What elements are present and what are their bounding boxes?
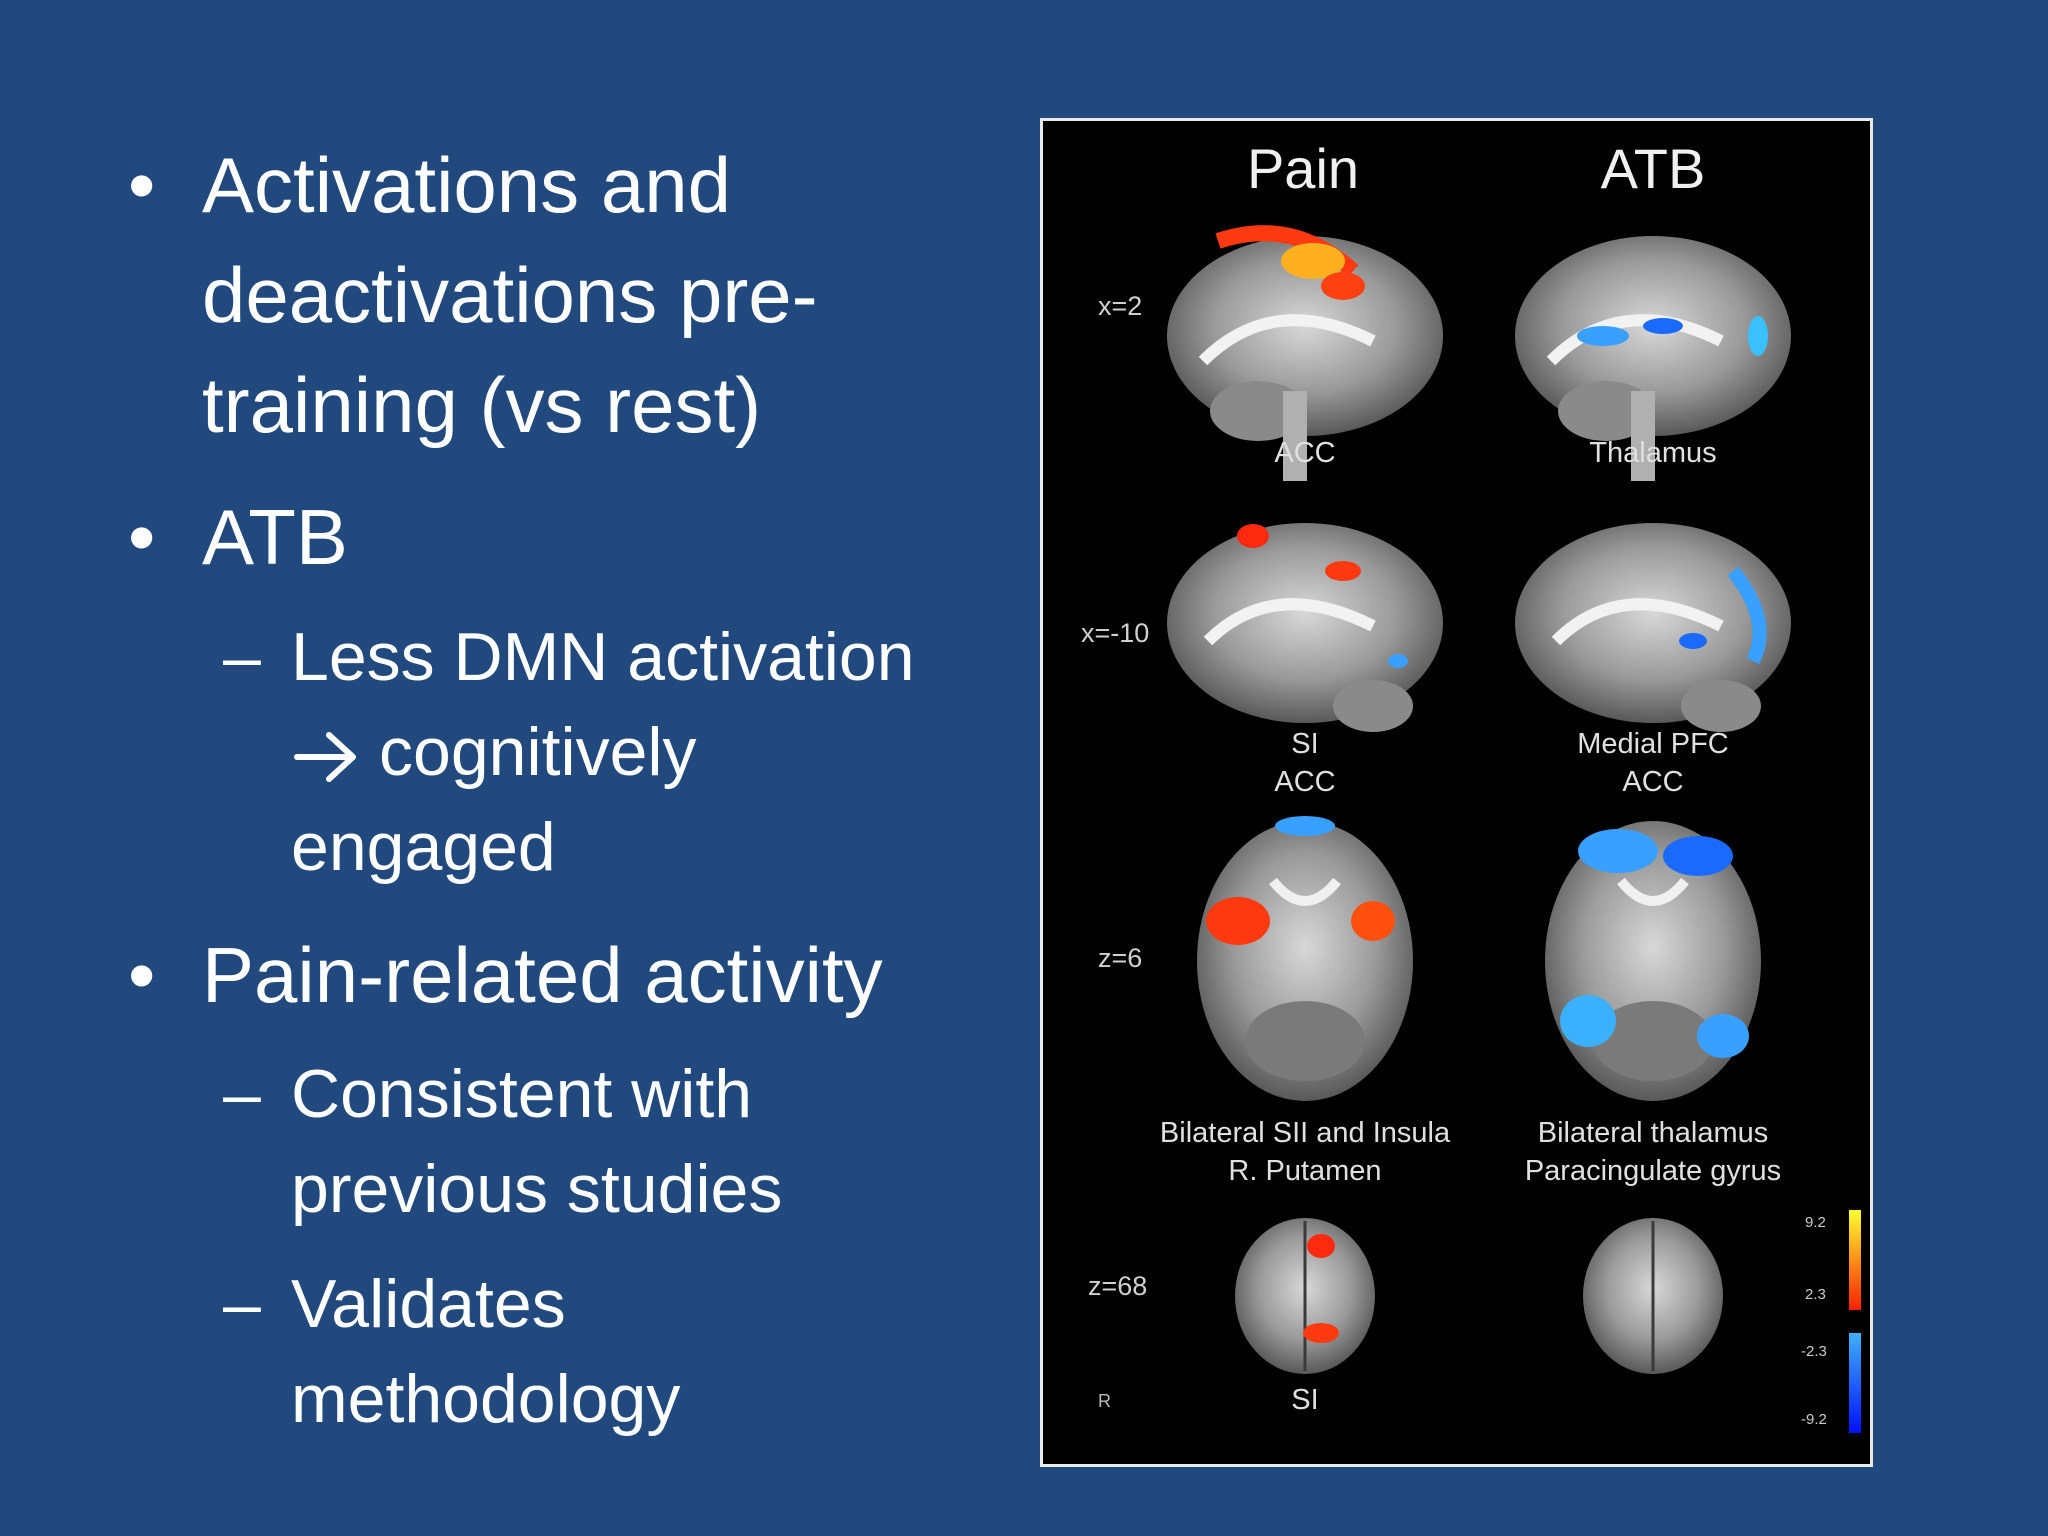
brain-slice-atb-x-10 — [1515, 523, 1791, 732]
brain-slice-atb-z68 — [1583, 1218, 1723, 1374]
bullet-text: deactivations pre- — [202, 251, 818, 339]
bullet-item: • ATB — [128, 482, 348, 592]
sub-bullet-item: – Validates methodology — [223, 1257, 681, 1447]
bullet-text: training (vs rest) — [202, 361, 762, 449]
dash-symbol: – — [223, 619, 261, 695]
brain-slice-pain-z6 — [1197, 816, 1413, 1101]
bullet-text: Activations and — [202, 141, 731, 229]
colorbar-label: 2.3 — [1805, 1286, 1826, 1303]
sub-bullet-item: – Less DMN activation cognitively engage… — [223, 610, 915, 895]
sub-bullet-text: Consistent with — [291, 1056, 753, 1132]
region-label-pain: ACC — [1274, 437, 1336, 469]
slice-coordinate: x=-10 — [1081, 618, 1150, 648]
sub-bullet-text: engaged — [291, 809, 556, 885]
bullet-text: ATB — [202, 493, 348, 581]
bullet-text: Pain-related activity — [202, 931, 883, 1019]
bullet-item: • Activations and deactivations pre- tra… — [128, 130, 818, 460]
sub-bullet-item: – Consistent with previous studies — [223, 1047, 783, 1237]
sub-bullet-text: Validates — [291, 1266, 566, 1342]
orientation-marker: R — [1098, 1391, 1111, 1411]
brain-slice-pain-z68 — [1235, 1218, 1375, 1374]
sub-bullet-text: Less DMN activation — [291, 619, 915, 695]
brain-slice-pain-x2 — [1167, 225, 1443, 481]
sub-bullet-text: previous studies — [291, 1151, 783, 1227]
right-arrow-icon — [294, 732, 356, 783]
colorbar-positive — [1849, 1210, 1861, 1310]
brain-slice-atb-x2 — [1515, 236, 1791, 481]
sub-bullet-text: cognitively — [379, 714, 697, 790]
bullet-symbol: • — [128, 493, 156, 581]
brain-scan-images — [1167, 225, 1861, 1433]
region-label-pain: SI — [1291, 1384, 1319, 1416]
column-header-pain: Pain — [1246, 137, 1360, 200]
bullet-symbol: • — [128, 141, 156, 229]
dash-symbol: – — [223, 1056, 261, 1132]
sub-bullet-text: methodology — [291, 1361, 681, 1437]
brain-slice-atb-z6 — [1545, 821, 1761, 1101]
region-label-atb: Thalamus — [1589, 437, 1717, 469]
bullet-list: • Activations and deactivations pre- tra… — [0, 0, 1000, 1536]
brain-activation-figure: Pain ATB x=2 x=-10 z=6 z=68 ACC Thalamus… — [1040, 118, 1873, 1467]
colorbar-label: -9.2 — [1801, 1411, 1827, 1428]
sub-bullet-line: cognitively — [291, 705, 915, 800]
colorbar-label: -2.3 — [1801, 1343, 1827, 1360]
dash-symbol: – — [223, 1266, 261, 1342]
colorbar-negative — [1849, 1333, 1861, 1433]
bullet-item: • Pain-related activity — [128, 920, 883, 1030]
slice-coordinate: z=68 — [1088, 1271, 1148, 1301]
column-header-atb: ATB — [1600, 137, 1706, 200]
slice-coordinate: x=2 — [1098, 291, 1143, 321]
bullet-symbol: • — [128, 931, 156, 1019]
slice-coordinate: z=6 — [1098, 943, 1143, 973]
brain-slice-pain-x-10 — [1167, 523, 1443, 732]
colorbar-label: 9.2 — [1805, 1214, 1826, 1231]
